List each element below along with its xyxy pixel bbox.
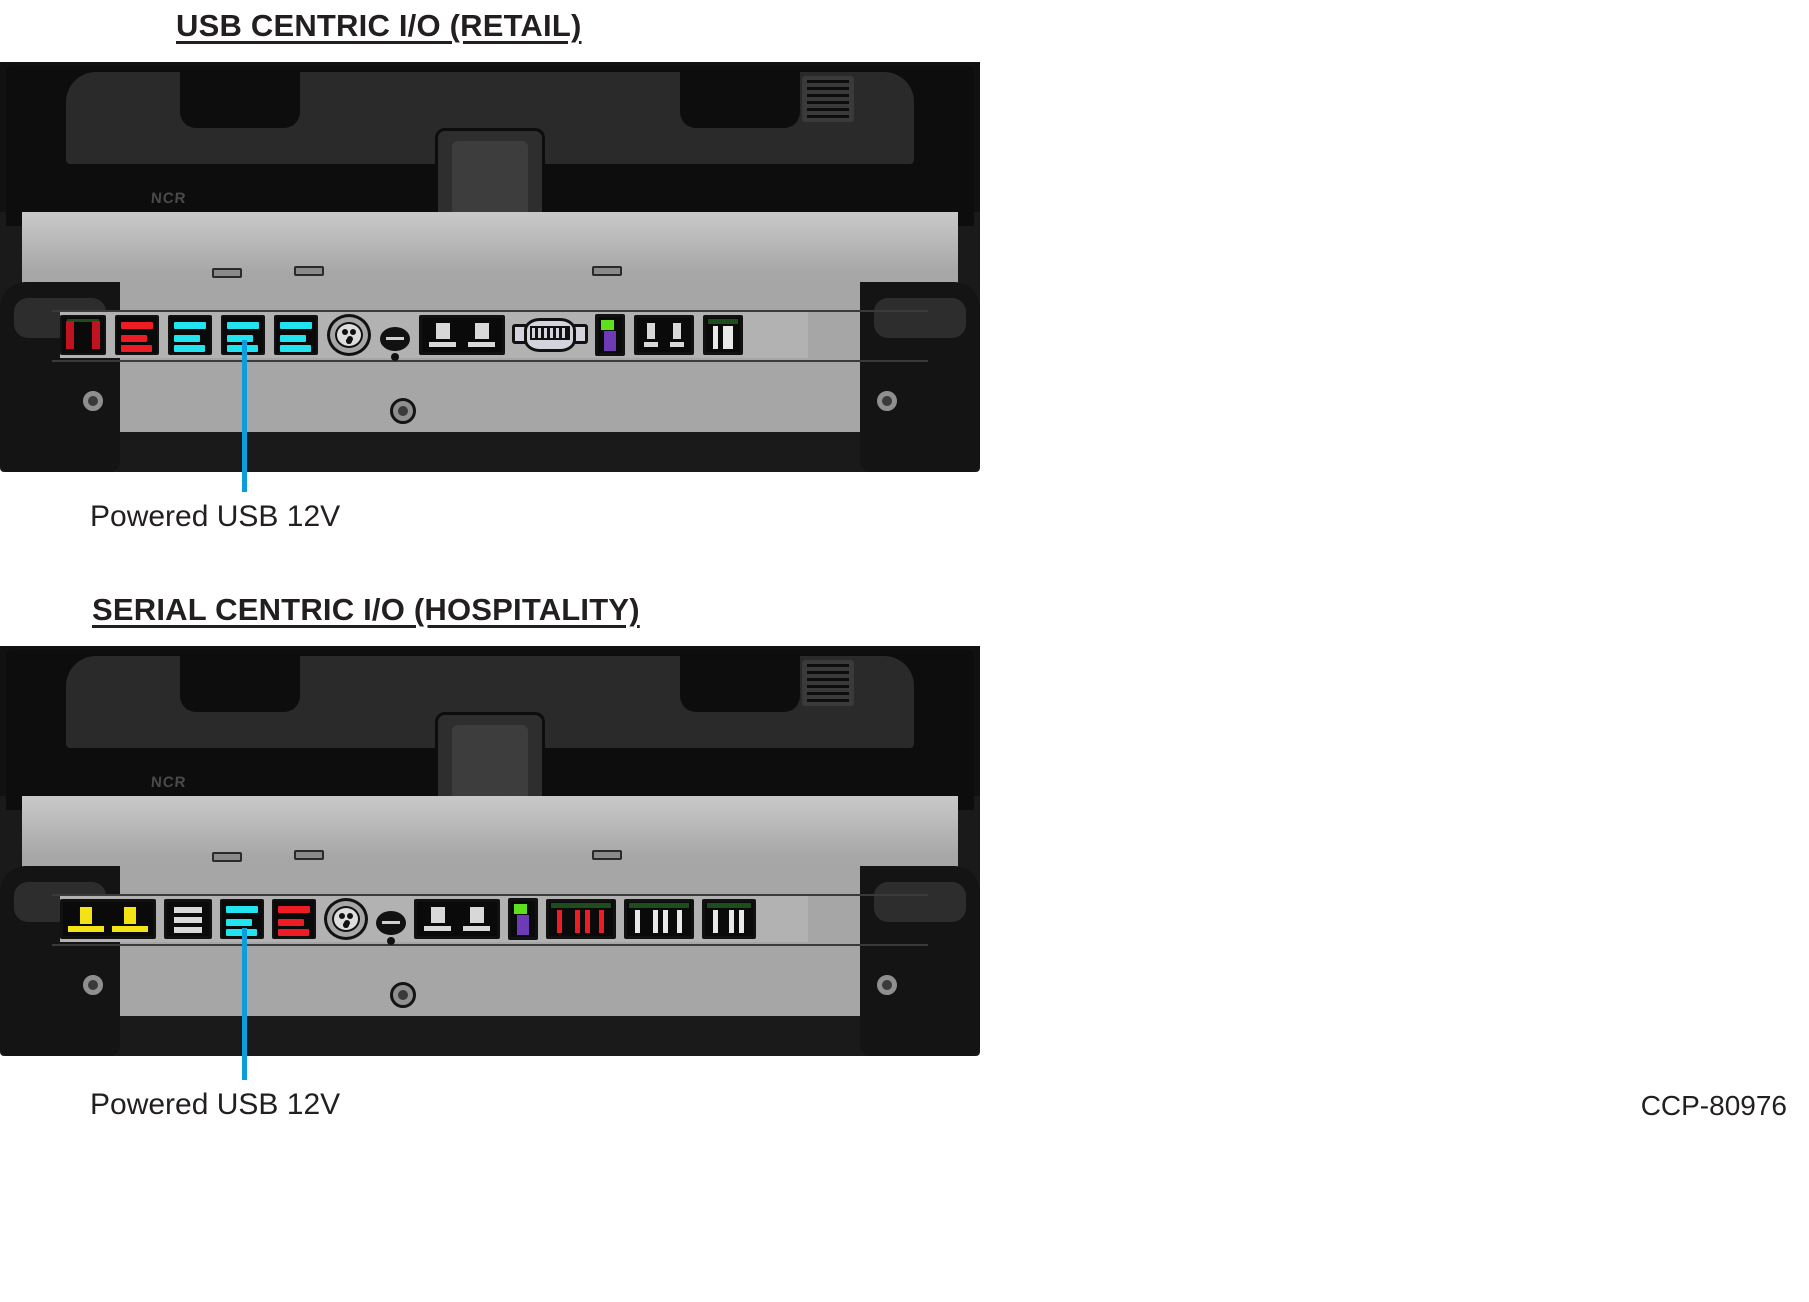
port-ethernet-dual[interactable] — [419, 315, 505, 355]
port-aux-lan[interactable] — [634, 315, 694, 355]
clip-tab-right — [592, 850, 622, 860]
port-powered-usb-24v[interactable] — [115, 315, 159, 355]
port-row-retail — [60, 312, 743, 361]
panel-divider-bottom — [52, 944, 928, 946]
port-serial-white-1[interactable] — [624, 899, 694, 939]
screw-center — [390, 398, 416, 424]
callout-leader-hospitality — [242, 928, 247, 1080]
screw-right — [874, 388, 900, 414]
foot-right — [902, 1016, 946, 1056]
callout-label-retail: Powered USB 12V — [90, 500, 341, 533]
port-powered-usb-12v[interactable] — [60, 315, 106, 355]
port-displayport-icon[interactable] — [508, 898, 538, 940]
port-ps2-icon[interactable] — [324, 898, 368, 940]
device-body-panel — [0, 212, 980, 472]
port-ethernet-dual[interactable] — [414, 899, 500, 939]
port-cash-drawer[interactable] — [703, 315, 743, 355]
clip-tab-mid — [294, 266, 324, 276]
screw-left — [80, 972, 106, 998]
body-highlight — [22, 212, 958, 274]
hood-notch-left — [180, 652, 301, 712]
port-power-jack-icon[interactable] — [376, 897, 406, 945]
io-port-strip-retail — [60, 312, 808, 361]
port-vga-icon[interactable] — [512, 318, 588, 352]
port-serial-white-2[interactable] — [702, 899, 756, 939]
port-usb-3-1[interactable] — [168, 315, 212, 355]
device-hood — [6, 650, 974, 828]
port-serial-dual-yellow[interactable] — [60, 899, 156, 939]
port-row-hospitality — [60, 896, 756, 945]
port-ps2-icon[interactable] — [327, 314, 371, 356]
device-illustration-retail: NCR — [0, 62, 980, 472]
vent-grille-icon — [802, 76, 854, 122]
panel-divider-top — [52, 310, 928, 312]
port-usb-3-3[interactable] — [274, 315, 318, 355]
port-displayport-icon[interactable] — [595, 314, 625, 356]
section-title-retail: USB CENTRIC I/O (RETAIL) — [176, 8, 582, 43]
clip-tab-left — [212, 268, 242, 278]
foot-left — [34, 1016, 78, 1056]
port-power-jack-icon[interactable] — [380, 313, 410, 361]
clip-tab-mid — [294, 850, 324, 860]
document-id: CCP-80976 — [1640, 1090, 1787, 1121]
device-hood — [6, 66, 974, 244]
vent-grille-icon — [802, 660, 854, 706]
device-body-panel — [0, 796, 980, 1056]
screw-left — [80, 388, 106, 414]
foot-right — [902, 432, 946, 472]
clip-tab-right — [592, 266, 622, 276]
clip-tab-left — [212, 852, 242, 862]
callout-leader-retail — [242, 340, 247, 492]
port-serial-red-1[interactable] — [546, 899, 616, 939]
hood-notch-right — [679, 68, 800, 128]
screw-center — [390, 982, 416, 1008]
section-title-hospitality: SERIAL CENTRIC I/O (HOSPITALITY) — [92, 592, 640, 627]
hood-notch-right — [679, 652, 800, 712]
hood-notch-left — [180, 68, 301, 128]
panel-divider-bottom — [52, 360, 928, 362]
port-ethernet-stack[interactable] — [164, 899, 212, 939]
port-powered-usb-12v[interactable] — [272, 899, 316, 939]
screw-right — [874, 972, 900, 998]
panel-divider-top — [52, 894, 928, 896]
device-illustration-hospitality: NCR — [0, 646, 980, 1056]
body-highlight — [22, 796, 958, 858]
callout-label-hospitality: Powered USB 12V — [90, 1088, 341, 1121]
foot-left — [34, 432, 78, 472]
io-port-strip-hospitality — [60, 896, 808, 945]
